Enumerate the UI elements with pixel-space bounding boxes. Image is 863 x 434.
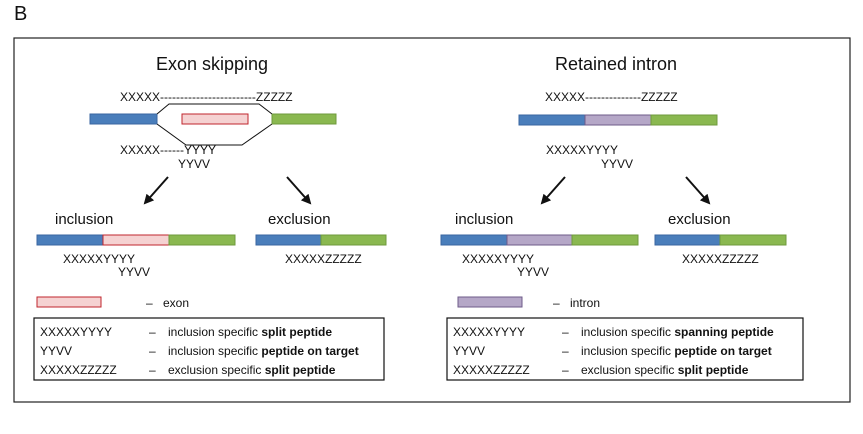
left-alt-exon [181, 113, 249, 125]
left-excl-green [320, 234, 387, 246]
legend-exon-dash: – [146, 296, 153, 310]
left-incl-blue [36, 234, 104, 246]
legend-intron-dash: – [553, 296, 560, 310]
left-exon3-green [271, 113, 337, 125]
exon-skipping-title: Exon skipping [156, 54, 268, 74]
right-def-1-desc: inclusion specific spanning peptide [581, 325, 774, 339]
left-def-3-desc: exclusion specific split peptide [168, 363, 336, 377]
right-arrow-exclusion [685, 176, 711, 205]
right-mid-sequence-1: XXXXXYYYY [546, 143, 618, 157]
legend-intron-label: intron [570, 296, 600, 310]
right-intron [584, 114, 652, 126]
left-def-3-dash: – [149, 363, 156, 377]
right-incl-sequence-2: YYVV [517, 265, 549, 279]
figure-frame [13, 37, 851, 403]
left-def-2-seq: YYVV [40, 344, 72, 358]
left-junction-skip-line [156, 123, 273, 146]
right-definitions-box [446, 317, 804, 381]
right-exclusion-label: exclusion [668, 211, 731, 228]
left-incl-green [168, 234, 236, 246]
right-def-2-seq: YYVV [453, 344, 485, 358]
left-def-2-dash: – [149, 344, 156, 358]
left-exon1-blue [89, 113, 158, 125]
right-def-3-seq: XXXXXZZZZZ [453, 363, 530, 377]
right-incl-intron [506, 234, 573, 246]
left-def-1-dash: – [149, 325, 156, 339]
right-inclusion-label: inclusion [455, 211, 513, 228]
right-def-3-desc: exclusion specific split peptide [581, 363, 749, 377]
left-junction-inclusion-line [156, 103, 273, 115]
left-def-1-desc: inclusion specific split peptide [168, 325, 332, 339]
left-definitions-box [33, 317, 385, 381]
left-incl-sequence-1: XXXXXYYYY [63, 252, 135, 266]
right-def-1-seq: XXXXXYYYY [453, 325, 525, 339]
left-mid-sequence-2: YYVV [178, 157, 210, 171]
exon-skipping-panel: Exon skipping XXXXX---------------------… [33, 54, 387, 381]
legend-exon-label: exon [163, 296, 189, 310]
right-excl-blue [654, 234, 721, 246]
left-arrow-exclusion [286, 176, 312, 205]
right-exon2-green [650, 114, 718, 126]
right-excl-green [719, 234, 787, 246]
right-incl-blue [440, 234, 508, 246]
left-inclusion-label: inclusion [55, 211, 113, 228]
right-mid-sequence-2: YYVV [601, 157, 633, 171]
right-top-sequence: XXXXX--------------ZZZZZ [545, 90, 678, 104]
right-incl-green [571, 234, 639, 246]
left-excl-sequence: XXXXXZZZZZ [285, 252, 362, 266]
left-mid-sequence-1: XXXXX------YYYY [120, 143, 216, 157]
left-def-2-desc: inclusion specific peptide on target [168, 344, 359, 358]
right-def-2-desc: inclusion specific peptide on target [581, 344, 772, 358]
right-exon1-blue [518, 114, 586, 126]
left-arrow-inclusion [143, 176, 169, 205]
left-incl-sequence-2: YYVV [118, 265, 150, 279]
left-incl-exon [102, 234, 170, 246]
right-def-3-dash: – [562, 363, 569, 377]
retained-intron-title: Retained intron [555, 54, 677, 74]
legend-intron-swatch [457, 296, 523, 308]
right-def-2-dash: – [562, 344, 569, 358]
legend-exon-swatch [36, 296, 102, 308]
left-def-1-seq: XXXXXYYYY [40, 325, 112, 339]
right-incl-sequence-1: XXXXXYYYY [462, 252, 534, 266]
left-definitions: XXXXXYYYY – inclusion specific split pep… [40, 325, 359, 377]
right-arrow-inclusion [540, 176, 566, 205]
left-excl-blue [255, 234, 322, 246]
right-def-1-dash: – [562, 325, 569, 339]
left-top-sequence: XXXXX------------------------ZZZZZ [120, 90, 293, 104]
retained-intron-panel: Retained intron XXXXX--------------ZZZZZ… [440, 54, 804, 381]
left-exclusion-label: exclusion [268, 211, 331, 228]
left-def-3-seq: XXXXXZZZZZ [40, 363, 117, 377]
right-excl-sequence: XXXXXZZZZZ [682, 252, 759, 266]
panel-label: B [14, 3, 27, 25]
right-definitions: XXXXXYYYY – inclusion specific spanning … [453, 325, 774, 377]
